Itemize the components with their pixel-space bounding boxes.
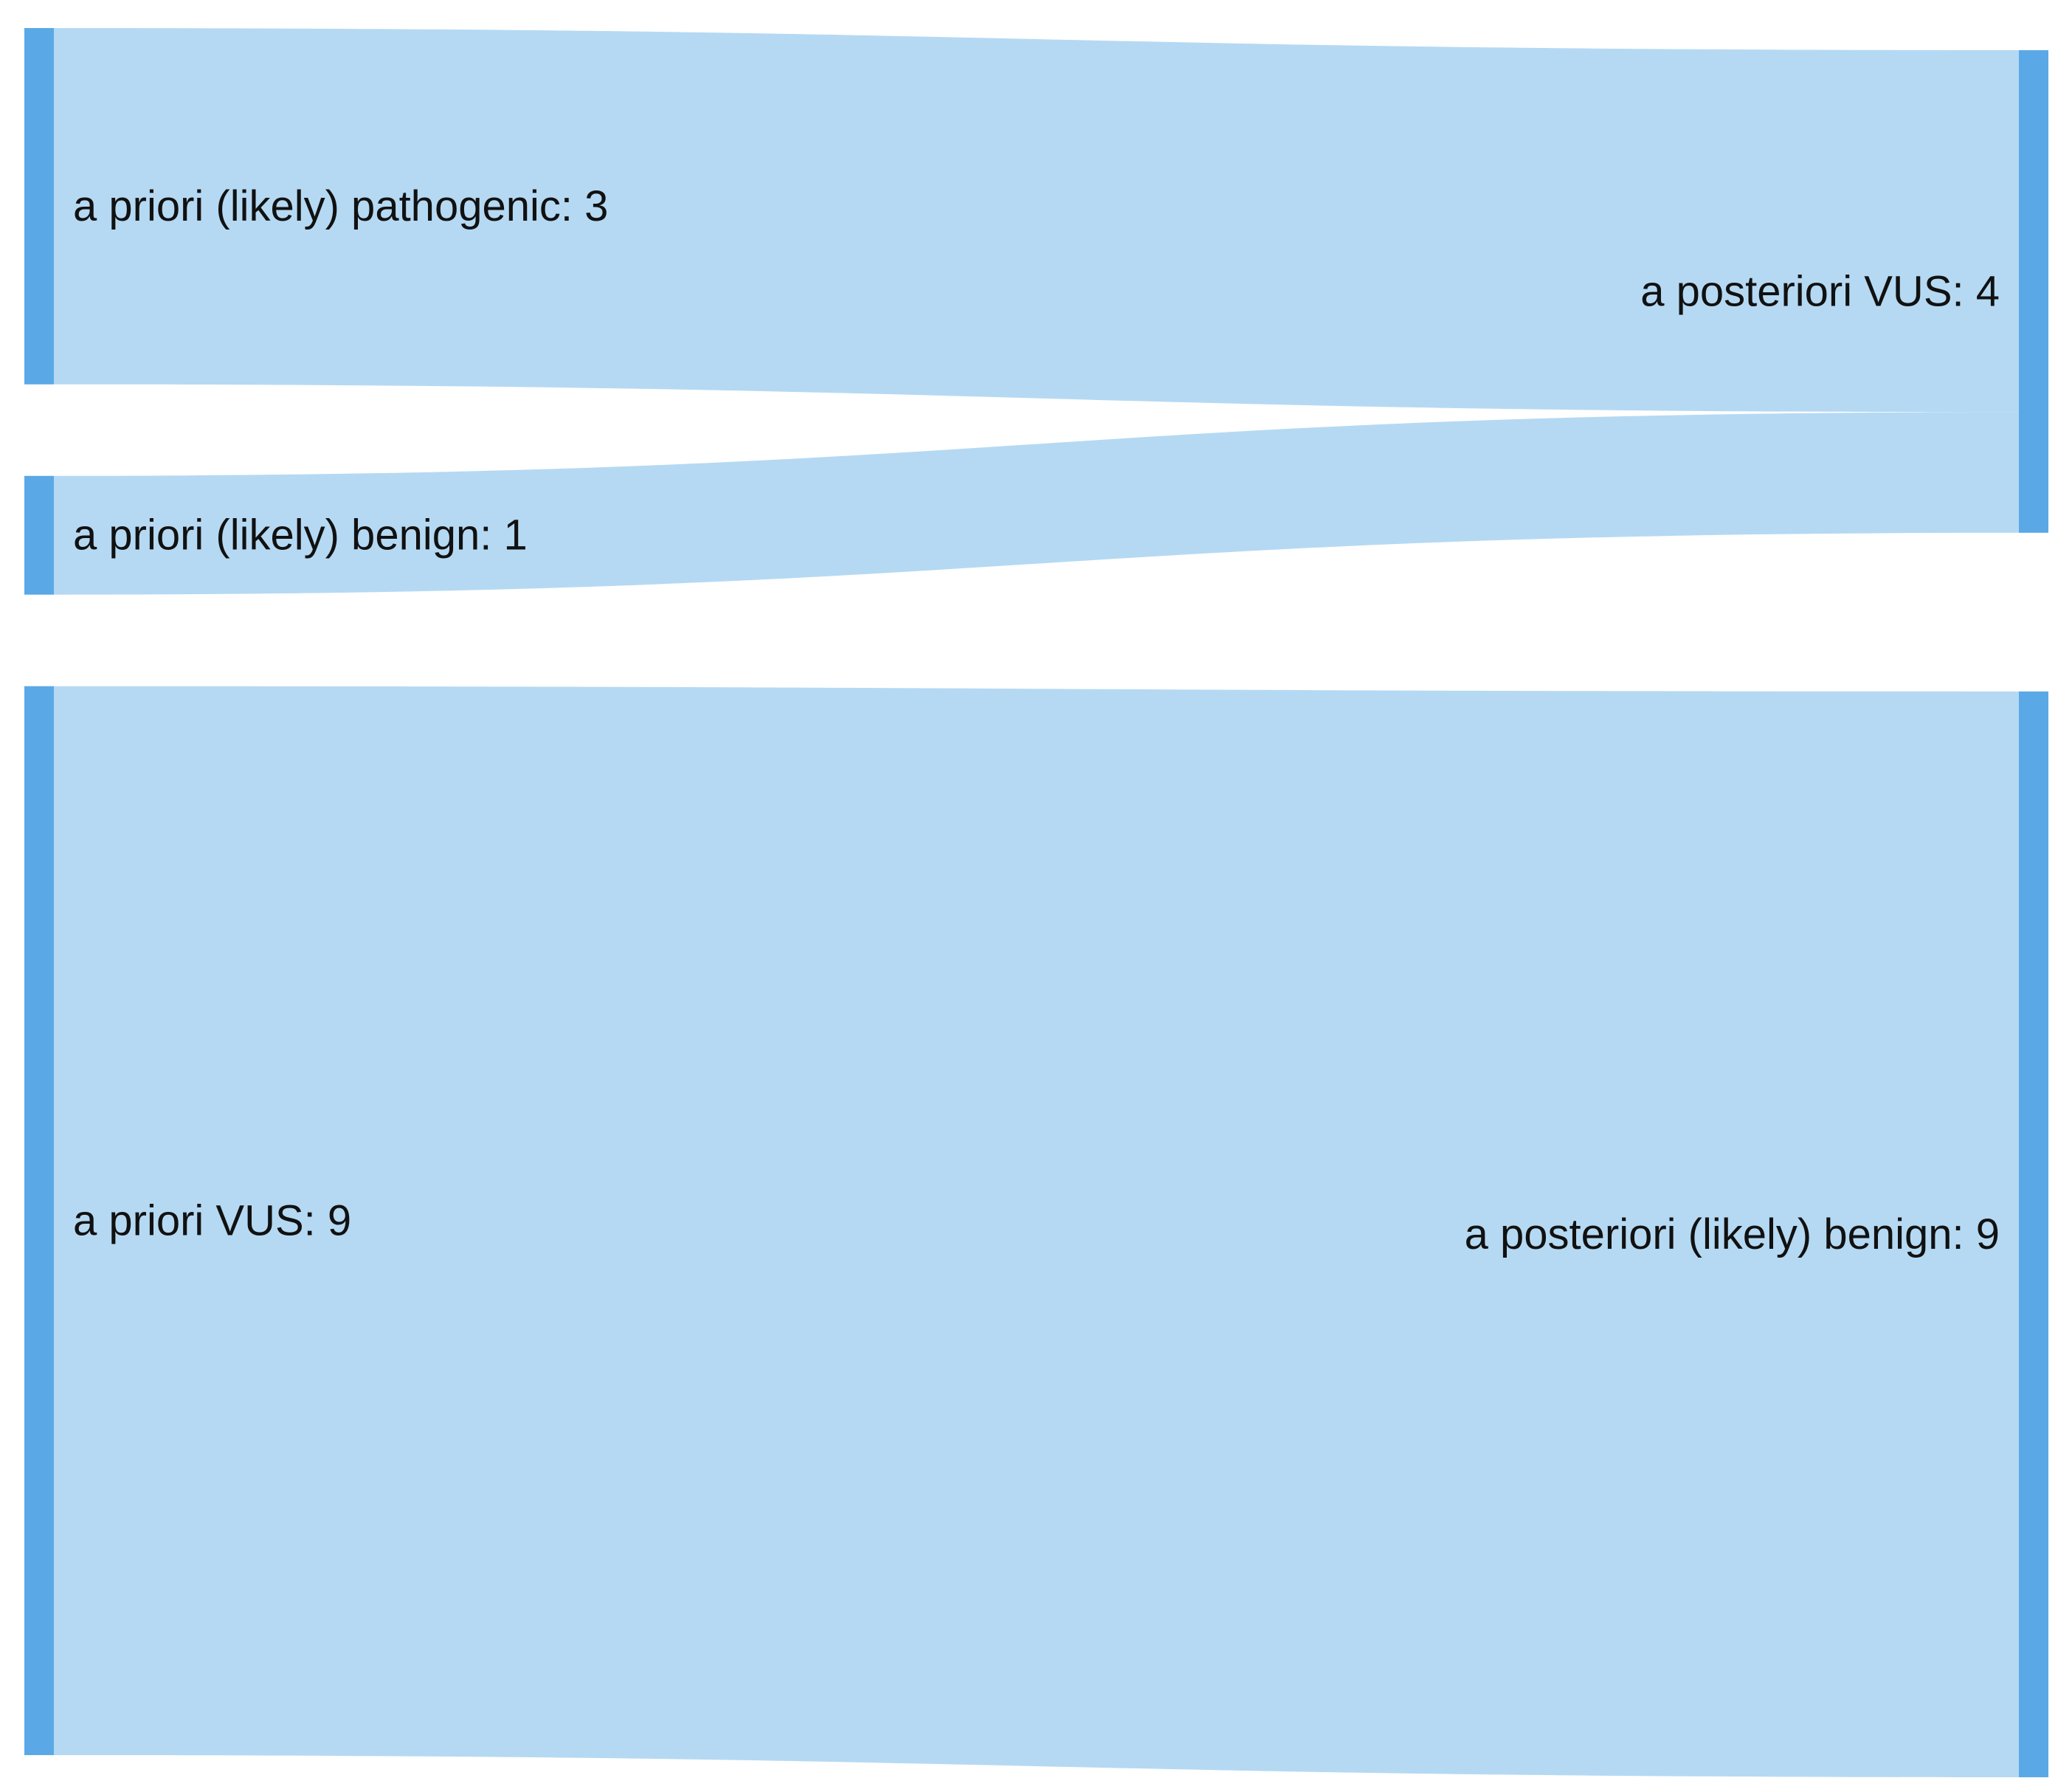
links-layer [54,28,2019,1777]
node-label-posterior-vus: a posteriori VUS: 4 [1640,267,2000,315]
nodes-layer [24,28,2048,1777]
node-bar-posterior-benign [2019,691,2048,1777]
node-label-posterior-benign: a posteriori (likely) benign: 9 [1465,1210,2000,1258]
node-label-prior-benign: a priori (likely) benign: 1 [73,511,528,559]
link-prior-pathogenic-to-posterior-vus [54,28,2019,413]
link-prior-benign-to-posterior-vus [54,412,2019,595]
labels-layer: a priori (likely) pathogenic: 3 a priori… [73,182,2000,1258]
node-bar-prior-benign [24,475,54,595]
node-label-prior-vus: a priori VUS: 9 [73,1196,351,1244]
link-prior-vus-to-posterior-benign [54,686,2019,1777]
node-bar-prior-pathogenic [24,28,54,385]
node-bar-posterior-vus [2019,50,2048,533]
node-bar-prior-vus [24,686,54,1755]
node-label-prior-pathogenic: a priori (likely) pathogenic: 3 [73,182,608,230]
